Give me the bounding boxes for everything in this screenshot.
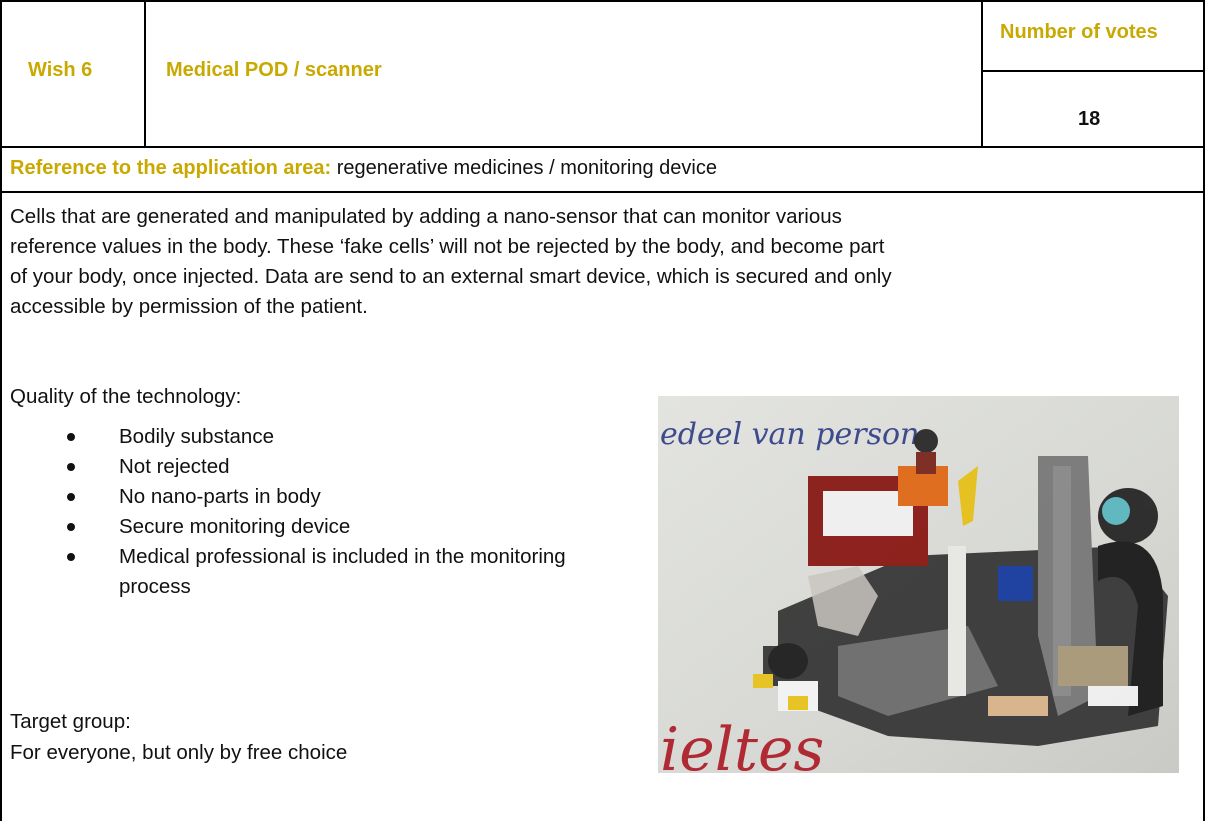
handwriting-top: edeel van person — [660, 417, 919, 452]
table-border-top — [0, 0, 1205, 2]
header-bottom-border — [0, 146, 1205, 148]
description-line: reference values in the body. These ‘fak… — [10, 235, 885, 258]
list-item: Secure monitoring device — [67, 512, 639, 542]
lego-model-photo: edeel van person ieltes — [658, 396, 1179, 773]
list-item: Not rejected — [67, 452, 639, 482]
column-divider-1 — [144, 0, 146, 147]
bullet-icon — [67, 523, 75, 531]
bullet-icon — [67, 493, 75, 501]
bullet-icon — [67, 463, 75, 471]
target-heading: Target group: — [10, 710, 131, 733]
description-line: Cells that are generated and manipulated… — [10, 205, 842, 228]
description-line: of your body, once injected. Data are se… — [10, 265, 892, 288]
quality-heading: Quality of the technology: — [10, 385, 242, 408]
quality-list: Bodily substance Not rejected No nano-pa… — [67, 422, 639, 602]
table-border-left — [0, 0, 2, 821]
application-area-bottom-border — [0, 191, 1205, 193]
bullet-icon — [67, 553, 75, 561]
handwriting-bottom: ieltes — [660, 715, 824, 773]
target-value: For everyone, but only by free choice — [10, 741, 348, 764]
wish-label: Wish 6 — [28, 59, 93, 81]
application-area: Reference to the application area: regen… — [10, 157, 717, 180]
votes-label: Number of votes — [1000, 21, 1158, 43]
description-line: accessible by permission of the patient. — [10, 295, 368, 318]
votes-divider — [981, 70, 1205, 72]
application-area-value: regenerative medicines / monitoring devi… — [331, 157, 717, 179]
column-divider-2 — [981, 0, 983, 147]
votes-value: 18 — [1078, 108, 1101, 130]
table-border-right — [1203, 0, 1205, 821]
list-item: Bodily substance — [67, 422, 639, 452]
bullet-icon — [67, 433, 75, 441]
description: Cells that are generated and manipulated… — [10, 202, 1195, 322]
application-area-label: Reference to the application area: — [10, 157, 332, 179]
list-item: No nano-parts in body — [67, 482, 639, 512]
wish-title: Medical POD / scanner — [166, 59, 382, 81]
list-item: Medical professional is included in the … — [67, 542, 639, 602]
lego-model — [753, 429, 1168, 746]
